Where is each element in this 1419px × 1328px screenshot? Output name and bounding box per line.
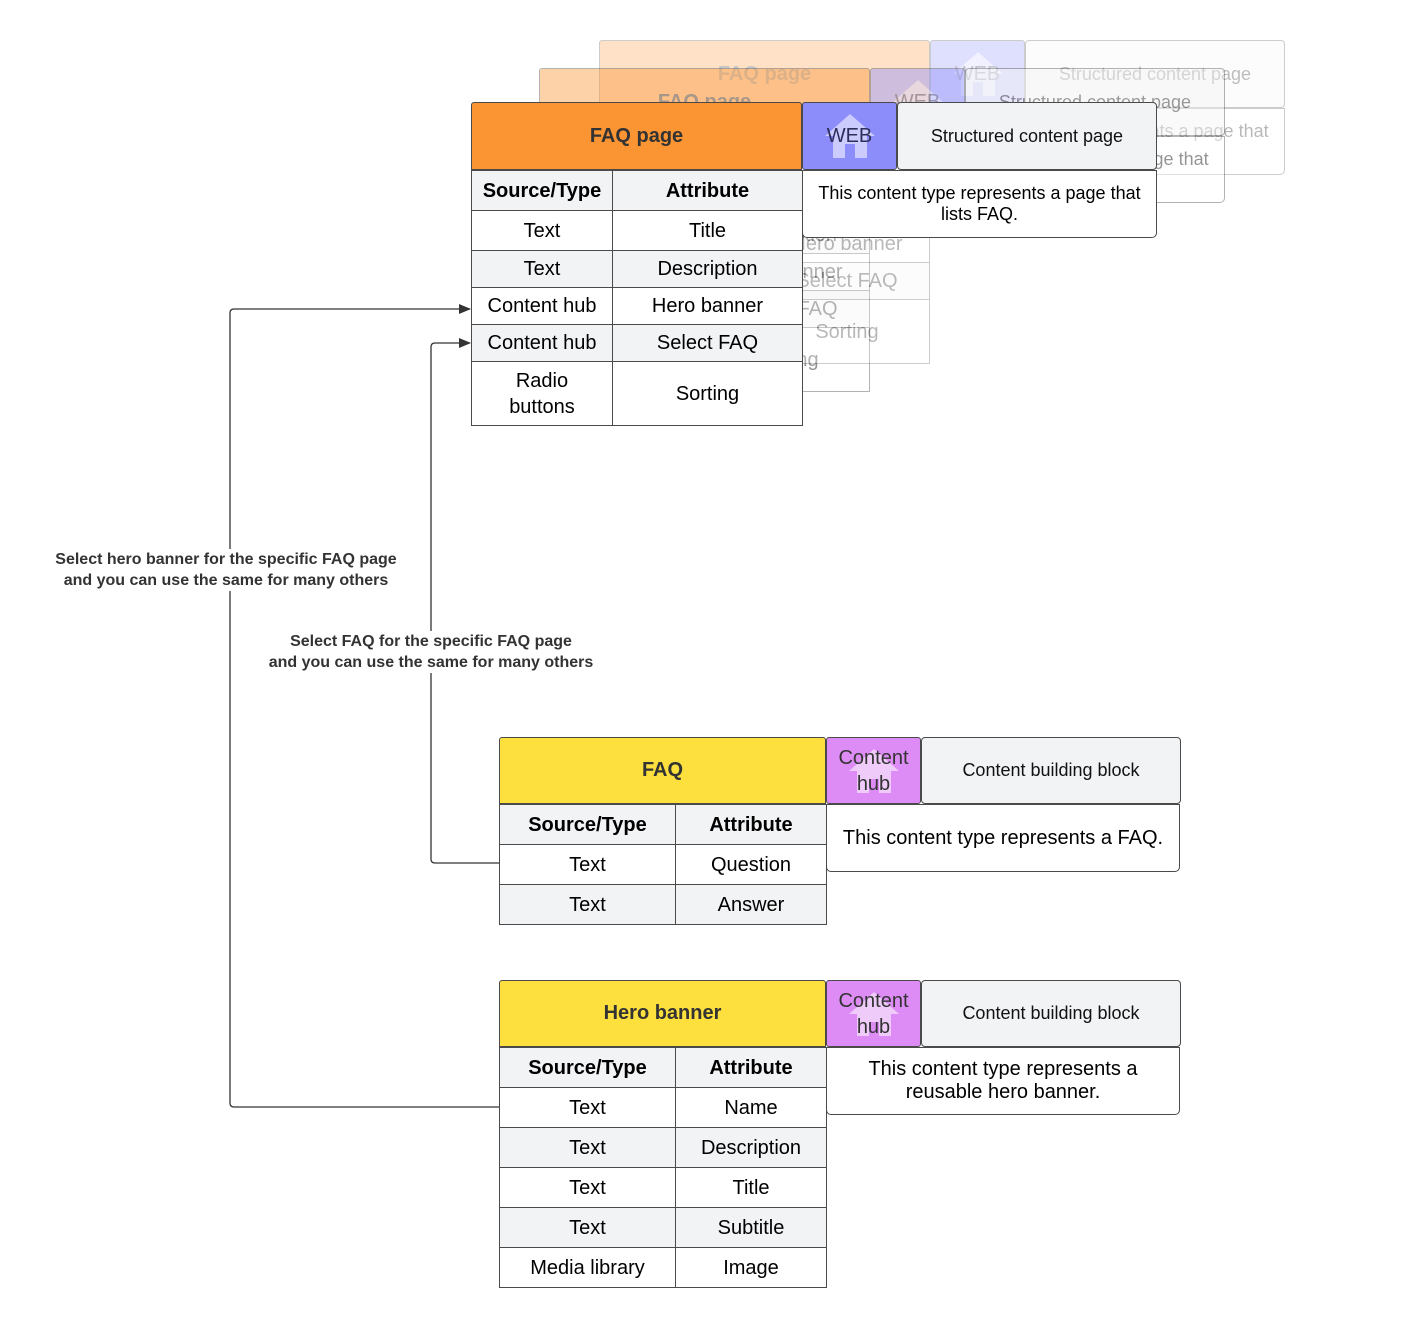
content-hub-badge-label: Content hub: [838, 746, 909, 795]
hero-banner-card: Hero banner Content hub Content building…: [499, 980, 1181, 1288]
content-description: This content type represents a reusable …: [826, 1047, 1180, 1115]
web-badge: WEB: [802, 102, 897, 170]
cell-source: Content hub: [471, 287, 613, 325]
column-header: Source/Type: [499, 1047, 676, 1088]
note-line: Select FAQ for the specific FAQ page: [290, 633, 572, 650]
cell-source: Text: [499, 1087, 676, 1128]
faq-connector: [430, 338, 499, 864]
content-kind: Content building block: [921, 980, 1181, 1047]
cell-source: Text: [499, 884, 676, 925]
note-line: and you can use the same for many others: [268, 654, 594, 671]
house-icon: [848, 991, 899, 1036]
cell-attribute: Image: [675, 1247, 827, 1288]
note-line: Select hero banner for the specific FAQ …: [55, 551, 397, 568]
cell-attribute: Answer: [675, 884, 827, 925]
note-line: and you can use the same for many others: [63, 572, 389, 589]
content-hub-badge: Content hub: [826, 980, 921, 1047]
content-description: This content type represents a page that…: [802, 170, 1157, 238]
house-icon: [848, 748, 899, 793]
cell-source: Content hub: [471, 324, 613, 362]
hero-banner-title: Hero banner: [499, 980, 826, 1047]
faq-title: FAQ: [499, 737, 826, 804]
faq-page-title: FAQ page: [599, 40, 930, 108]
cell-source: Text: [499, 1127, 676, 1168]
column-header: Attribute: [675, 1047, 827, 1088]
web-badge: WEB: [930, 40, 1025, 108]
faq-note: Select FAQ for the specific FAQ page and…: [245, 631, 617, 673]
cell-attribute: Description: [612, 250, 803, 288]
cell-attribute: Sorting: [612, 361, 803, 426]
cell-source: Media library: [499, 1247, 676, 1288]
content-hub-badge: Content hub: [826, 737, 921, 804]
content-kind: Structured content page: [897, 102, 1157, 170]
faq-page-title: FAQ page: [471, 102, 802, 170]
cell-attribute: Name: [675, 1087, 827, 1128]
column-header: Attribute: [612, 170, 803, 211]
hero-banner-connector: [229, 304, 499, 1108]
cell-source: Text: [471, 210, 613, 251]
content-hub-badge-label: Content hub: [838, 989, 909, 1038]
cell-source: Text: [499, 1167, 676, 1208]
faq-card: FAQ Content hub Content building block T…: [499, 737, 1181, 925]
column-header: Source/Type: [499, 804, 676, 845]
column-header: Attribute: [675, 804, 827, 845]
cell-source: Radio buttons: [471, 361, 613, 426]
cell-attribute: Hero banner: [612, 287, 803, 325]
cell-attribute: Description: [675, 1127, 827, 1168]
cell-source: Text: [499, 1207, 676, 1248]
web-badge-label: WEB: [826, 124, 873, 147]
content-description: This content type represents a FAQ.: [826, 804, 1180, 872]
faq-page-card: FAQ page WEB Structured content page Thi…: [0, 0, 1200, 430]
cell-source: Text: [499, 844, 676, 885]
content-kind: Content building block: [921, 737, 1181, 804]
column-header: Source/Type: [471, 170, 613, 211]
cell-attribute: Title: [675, 1167, 827, 1208]
content-kind: Structured content page: [1025, 40, 1285, 108]
house-icon: [824, 114, 875, 158]
house-icon: [952, 52, 1003, 96]
cell-attribute: Subtitle: [675, 1207, 827, 1248]
hero-banner-note: Select hero banner for the specific FAQ …: [36, 549, 416, 591]
cell-source: Text: [471, 250, 613, 288]
